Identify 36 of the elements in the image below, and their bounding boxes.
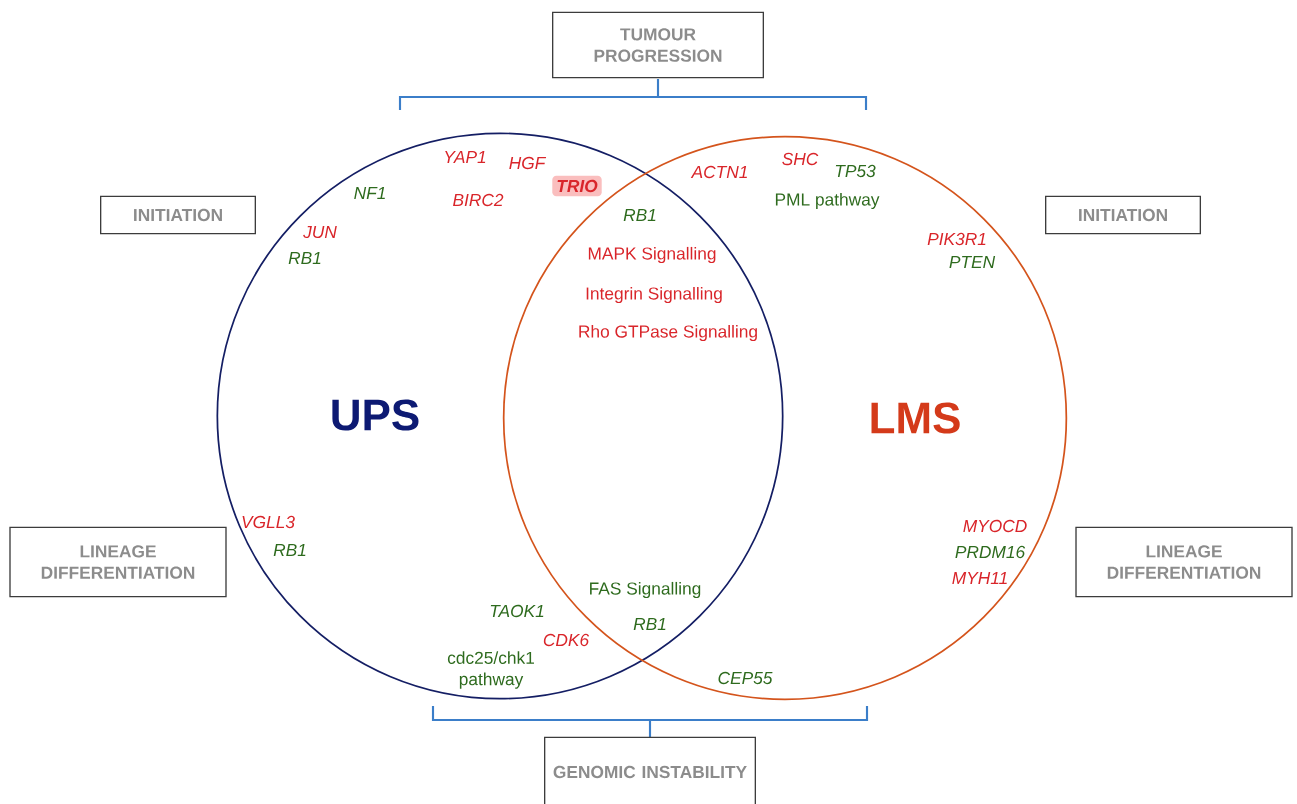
label-box: LINEAGE DIFFERENTIATION [9,526,227,598]
gene-label: RB1 [273,544,306,556]
gene-label: TAOK1 [490,604,544,618]
gene-label: RB1 [623,209,656,221]
pathway-label: PML pathway [775,192,880,210]
pathway-label: MAPK Signalling [588,246,716,264]
gene-label: HGF [509,156,547,170]
gene-label: NF1 [354,187,385,199]
gene-label: MYOCD [963,519,1027,533]
gene-label: RB1 [288,252,321,264]
gene-label: VGLL3 [242,515,295,529]
pathway-label: FAS Signalling [590,581,701,599]
gene-label: TP53 [835,164,876,178]
label-box: INITIATION [1045,195,1201,235]
gene-label: MYH11 [952,572,1007,584]
gene-label: ACTN1 [690,165,747,179]
gene-label: RB1 [633,618,666,630]
gene-label: YAP1 [445,151,486,163]
highlighted-gene-label: TRIO [552,175,602,197]
label-box: GENOMIC INSTABILITY [544,736,756,804]
pathway-label: cdc25/chk1 pathway [447,651,534,689]
gene-label: JUN [303,225,337,239]
gene-label: CDK6 [543,633,590,647]
pathway-label: Rho GTPase Signalling [579,324,757,342]
gene-label: BIRC2 [453,193,504,207]
gene-label: PTEN [949,256,996,268]
label-box: LINEAGE DIFFERENTIATION [1075,526,1293,598]
gene-label: CEP55 [718,671,773,685]
pathway-label: Integrin Signalling [586,286,722,304]
circle-title: LMS [871,402,960,434]
gene-label: SHC [782,152,819,166]
gene-label: PRDM16 [955,545,1026,559]
circle-title: UPS [332,399,419,431]
label-box: INITIATION [100,195,256,235]
label-box: TUMOUR PROGRESSION [552,11,764,79]
gene-label: PIK3R1 [927,232,986,246]
